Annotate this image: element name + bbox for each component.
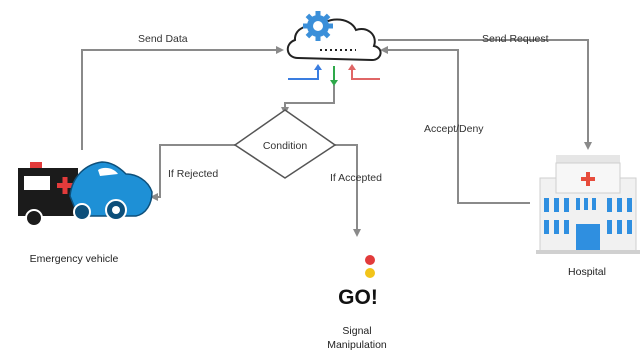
cloud-to-condition-arrow [281,85,335,115]
signal-label-line2: Manipulation [327,339,387,351]
signal-label-line1: Signal [342,325,371,337]
rejected-arrow [150,144,236,201]
accept-deny-label: Accept/Deny [424,123,484,135]
send-request-arrow [378,39,592,150]
emergency-vehicle-label: Emergency vehicle [30,253,119,265]
incoming-arrow-icon [351,67,380,80]
traffic-light-icon [365,255,375,278]
ambulance-car-icon [18,161,153,227]
hospital-icon [536,155,640,254]
condition-diamond [233,109,337,179]
accepted-arrow [334,144,361,237]
if-rejected-label: If Rejected [168,168,218,180]
condition-label: Condition [263,140,308,152]
hospital-label: Hospital [568,266,606,278]
go-text: GO! [338,286,378,309]
upload-arrow-icon [288,67,319,80]
if-accepted-label: If Accepted [330,172,382,184]
send-request-label: Send Request [482,33,549,45]
send-data-arrow [81,46,284,150]
cloud-gear-icon [286,11,382,62]
send-data-label: Send Data [138,33,188,45]
accept-deny-arrow [380,46,530,204]
